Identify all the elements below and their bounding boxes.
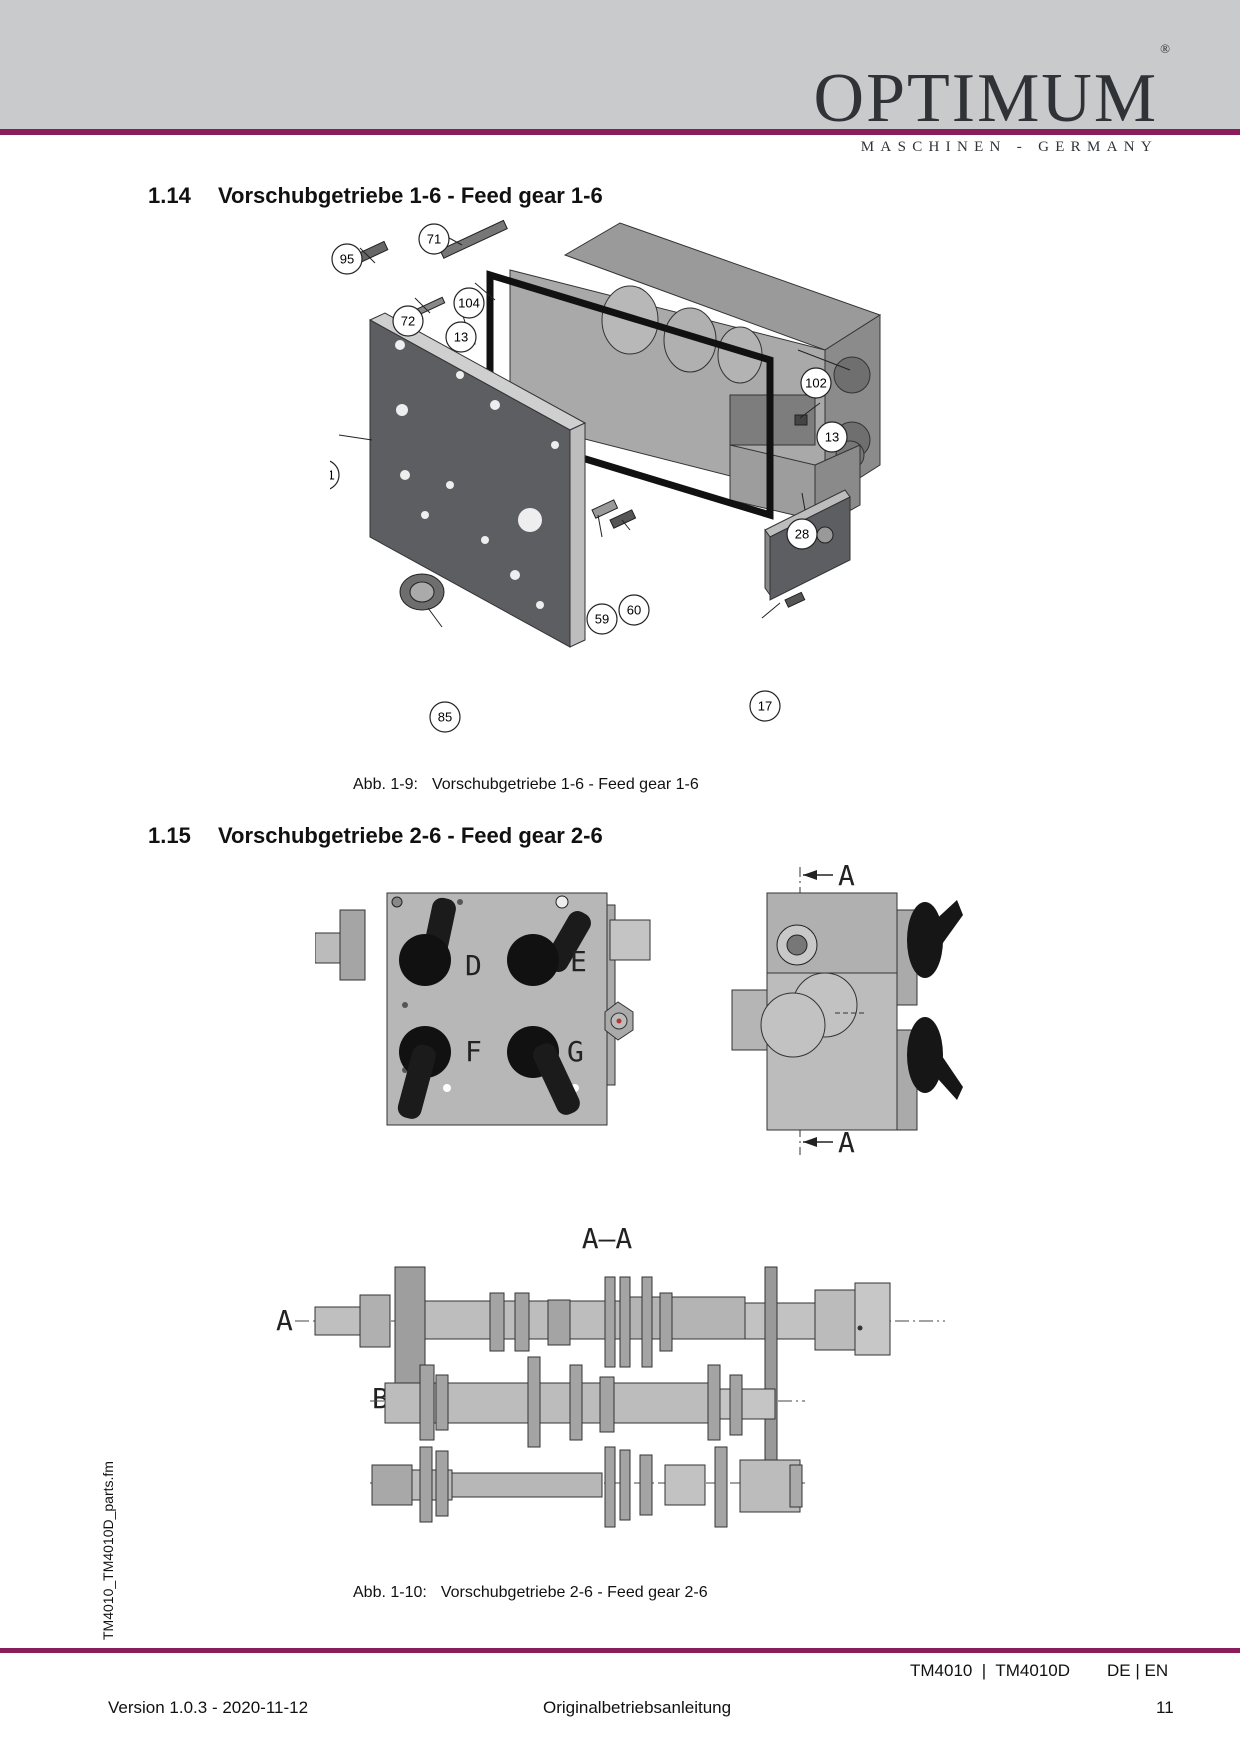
oil-sight-plug (604, 1001, 634, 1041)
callout-95: 95 (331, 243, 363, 275)
gear-housing (509, 222, 882, 531)
callout-85: 85 (429, 701, 461, 733)
svg-text:13: 13 (825, 430, 839, 445)
callout-71: 71 (418, 223, 450, 255)
svg-text:28: 28 (795, 527, 809, 542)
section-title: Vorschubgetriebe 1-6 - Feed gear 1-6 (218, 183, 603, 208)
section-view-a-a: A–A A B C (276, 1222, 945, 1528)
section-marker-bottom: A (838, 1126, 855, 1159)
lever-d (399, 897, 456, 986)
callout-13b: 13 (816, 421, 848, 453)
screw-71 (439, 219, 508, 259)
callout-13: 13 (445, 321, 477, 353)
callout-17: 17 (749, 690, 781, 722)
shaft-label-a: A (276, 1304, 293, 1337)
side-file-name: TM4010_TM4010D_parts.fm (100, 1461, 116, 1640)
caption-text: Vorschubgetriebe 2-6 - Feed gear 2-6 (440, 1584, 708, 1601)
callout-72: 72 (392, 305, 424, 337)
footer-doc-type: Originalbetriebsanleitung (543, 1698, 732, 1717)
exploded-view-feed-gear-1-6: 95 71 104 72 13 102 13 101 28 59 60 85 1… (330, 219, 882, 733)
lever-label-g: G (567, 1035, 584, 1068)
lever-handle-top (907, 900, 963, 978)
section-heading-1-15: 1.15 Vorschubgetriebe 2-6 - Feed gear 2-6 (148, 823, 603, 849)
svg-text:72: 72 (401, 314, 415, 329)
caption-text: Vorschubgetriebe 1-6 - Feed gear 1-6 (431, 776, 699, 793)
section-number: 1.14 (148, 183, 191, 208)
section-view-title: A–A (582, 1222, 633, 1255)
footer-models: TM4010 | TM4010D (910, 1661, 1071, 1680)
callout-60: 60 (618, 594, 650, 626)
svg-text:71: 71 (427, 232, 441, 247)
shaft-b (370, 1356, 805, 1448)
svg-text:59: 59 (595, 612, 609, 627)
svg-text:60: 60 (627, 603, 641, 618)
lever-e (507, 911, 591, 986)
footer-version: Version 1.0.3 - 2020-11-12 (108, 1698, 309, 1717)
lever-handle-bottom (907, 1017, 963, 1100)
footer-rule (0, 1648, 1240, 1653)
footer-languages: DE | EN (1107, 1661, 1169, 1680)
svg-text:102: 102 (805, 376, 827, 391)
svg-text:104: 104 (458, 296, 480, 311)
lever-label-e: E (570, 945, 587, 978)
brand-mark: ® (1160, 40, 1172, 56)
pin-59 (591, 499, 619, 519)
figure-caption-1-10: Abb. 1-10: Vorschubgetriebe 2-6 - Feed ge… (353, 1584, 708, 1602)
lever-f (397, 1026, 451, 1119)
lever-label-d: D (465, 949, 482, 982)
section-number: 1.15 (148, 823, 191, 848)
cover-plate (368, 312, 587, 648)
header-rule (0, 129, 1240, 135)
front-view-levers: D E F G (315, 892, 651, 1126)
section-title: Vorschubgetriebe 2-6 - Feed gear 2-6 (218, 823, 603, 848)
caption-label: Abb. 1-9: (353, 776, 418, 793)
svg-text:95: 95 (340, 252, 354, 267)
shaft-c (370, 1446, 805, 1528)
brand-name: OPTIMUM (813, 60, 1159, 137)
brand-logo: OPTIMUM® (814, 42, 1172, 134)
lever-g (507, 1026, 580, 1115)
callout-59: 59 (586, 603, 618, 635)
svg-text:17: 17 (758, 699, 772, 714)
sight-glass (399, 573, 445, 611)
svg-text:85: 85 (438, 710, 452, 725)
footer-page-number: 11 (1156, 1698, 1174, 1717)
callout-104: 104 (453, 287, 485, 319)
lever-label-f: F (465, 1035, 482, 1068)
callout-28: 28 (786, 518, 818, 550)
callout-102: 102 (800, 367, 832, 399)
callout-101: 101 (330, 460, 340, 490)
section-heading-1-14: 1.14 Vorschubgetriebe 1-6 - Feed gear 1-6 (148, 183, 603, 209)
screw-60 (609, 509, 637, 529)
plug-13b (794, 414, 808, 426)
section-marker-top: A (838, 859, 855, 892)
side-view-section-markers: A A (731, 859, 963, 1159)
figure-caption-1-9: Abb. 1-9: Vorschubgetriebe 1-6 - Feed gea… (353, 776, 699, 794)
end-cover (764, 489, 851, 601)
screw-17 (784, 591, 806, 608)
header-band (0, 0, 1240, 129)
caption-label: Abb. 1-10: (353, 1584, 427, 1601)
brand-subtitle: MASCHINEN - GERMANY (860, 139, 1158, 155)
svg-text:13: 13 (454, 330, 468, 345)
svg-text:101: 101 (330, 468, 335, 483)
